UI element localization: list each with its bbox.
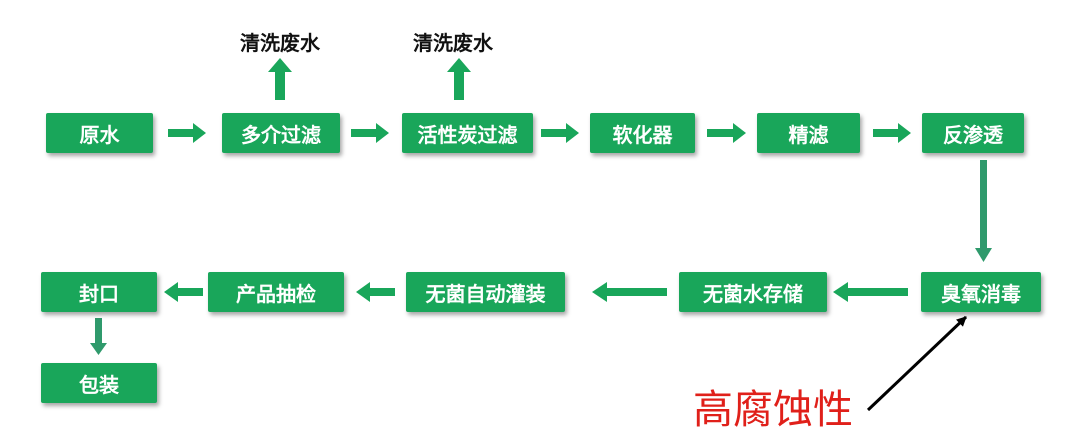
arrow-ozone-to-storage (833, 282, 908, 302)
waste-water-label-2: 清洗废水 (413, 31, 493, 55)
arrow-ro-to-ozone (975, 160, 992, 262)
arrow-filling-to-inspection (356, 282, 395, 302)
arrow-inspection-to-sealing (164, 282, 203, 302)
arrow-multimedia-to-carbon (351, 123, 389, 143)
fine-filter-box: 精滤 (757, 113, 860, 153)
annotation-arrow (866, 315, 968, 412)
arrow-softener-to-finefilter (707, 123, 746, 143)
waste-water-label-1: 清洗废水 (240, 31, 320, 55)
corrosive-annotation: 高腐蚀性 (693, 387, 853, 433)
arrow-storage-to-filling (592, 282, 667, 302)
sterile-water-storage-box: 无菌水存储 (679, 272, 827, 312)
raw-water-box: 原水 (46, 113, 153, 153)
arrow-raw-to-multimedia (168, 123, 206, 143)
arrow-up-waste-2 (447, 58, 471, 100)
reverse-osmosis-box: 反渗透 (922, 113, 1024, 153)
sealing-box: 封口 (41, 272, 157, 312)
arrow-up-waste-1 (268, 58, 292, 100)
product-inspection-box: 产品抽检 (208, 272, 344, 312)
arrow-carbon-to-softener (541, 123, 579, 143)
multi-media-filter-box: 多介过滤 (222, 113, 340, 153)
aseptic-filling-box: 无菌自动灌装 (406, 272, 565, 312)
packaging-box: 包装 (41, 363, 157, 403)
arrow-sealing-to-packaging (90, 318, 107, 355)
ozone-disinfection-box: 臭氧消毒 (921, 272, 1041, 312)
activated-carbon-filter-box: 活性炭过滤 (402, 113, 533, 153)
softener-box: 软化器 (590, 113, 695, 153)
arrow-finefilter-to-ro (873, 123, 911, 143)
